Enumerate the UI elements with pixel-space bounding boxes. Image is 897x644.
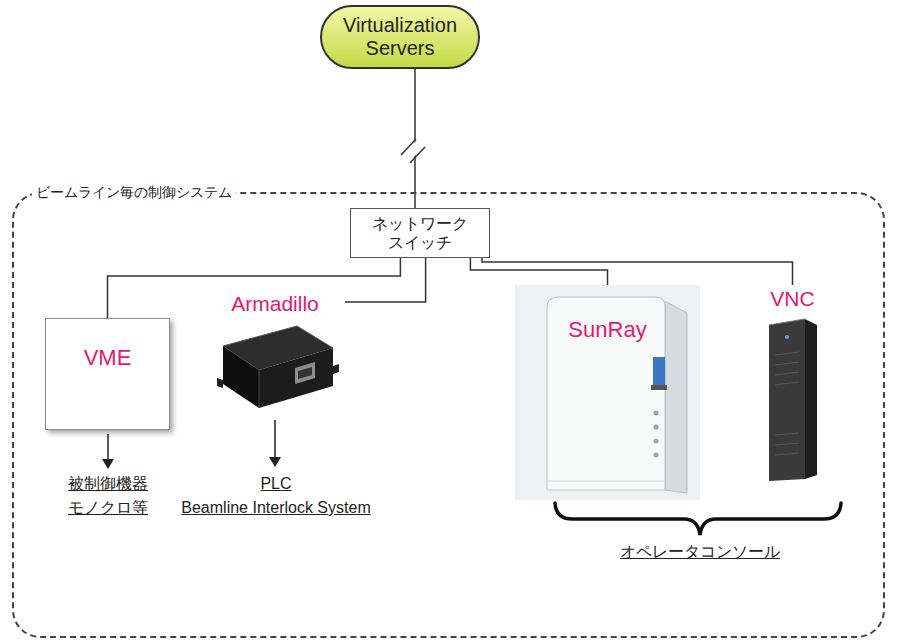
power-led — [785, 335, 789, 339]
tower-vents — [775, 352, 799, 455]
down-arrow-line — [274, 420, 276, 459]
ethernet-port — [295, 362, 315, 384]
vme-crate: VME — [45, 318, 170, 430]
device-foot — [217, 378, 223, 388]
ethernet-port-hole — [298, 367, 312, 379]
device-caption: PLC — [260, 474, 291, 494]
network-cable — [345, 258, 426, 302]
down-arrow-head — [269, 457, 281, 467]
device-caption: モノクロ等 — [68, 498, 148, 518]
device-name: VME — [84, 345, 132, 371]
device-foot — [333, 364, 339, 374]
device-name: VNC — [770, 287, 814, 311]
device-caption: 被制御機器 — [68, 474, 148, 494]
device-name: Armadillo — [231, 292, 319, 316]
device-side — [259, 348, 333, 408]
server-pill: Virtualization Servers — [320, 5, 480, 69]
tower-front — [769, 319, 805, 481]
switch-label: ネットワーク スイッチ — [359, 214, 481, 252]
tower-edge — [769, 319, 805, 325]
vnc-terminal-picture — [755, 285, 830, 482]
photo-backdrop — [515, 285, 700, 500]
indicator-led — [654, 439, 659, 444]
down-arrow-line — [107, 434, 109, 461]
indicator-led — [654, 411, 659, 416]
device-front — [223, 346, 259, 408]
network-cable — [482, 258, 793, 285]
device-edge — [223, 326, 333, 348]
armadillo-device: Armadillo — [205, 288, 345, 415]
terminal-side — [665, 301, 687, 493]
card-slot — [651, 385, 667, 390]
break-mark — [401, 139, 425, 163]
indicator-led — [654, 425, 659, 430]
break-slash — [410, 147, 425, 163]
device-caption: Beamline Interlock System — [181, 498, 370, 518]
indicator-led — [654, 453, 659, 458]
break-slash — [401, 139, 416, 155]
group-caption: オペレータコンソール — [620, 542, 780, 562]
smart-card — [653, 357, 665, 385]
sunray-terminal: SunRay — [515, 285, 700, 500]
switch-box: ネットワーク スイッチ — [350, 208, 490, 258]
network-cable — [108, 258, 401, 318]
terminal-base — [547, 481, 665, 482]
device-name: SunRay — [568, 317, 646, 343]
tower-side — [805, 319, 817, 479]
terminal-body — [547, 297, 665, 490]
curly-brace — [555, 503, 841, 535]
network-cable — [414, 69, 416, 208]
device-edge — [259, 370, 260, 408]
server-label: Virtualization Servers — [334, 14, 466, 60]
down-arrow-head — [102, 459, 114, 469]
break-gap — [402, 140, 424, 162]
vnc-terminal: VNC — [755, 285, 830, 482]
region-heading: ビームライン毎の制御システム — [32, 183, 236, 201]
beamline-region: ビームライン毎の制御システムネットワーク スイッチVMEArmadilloSun… — [12, 192, 885, 638]
